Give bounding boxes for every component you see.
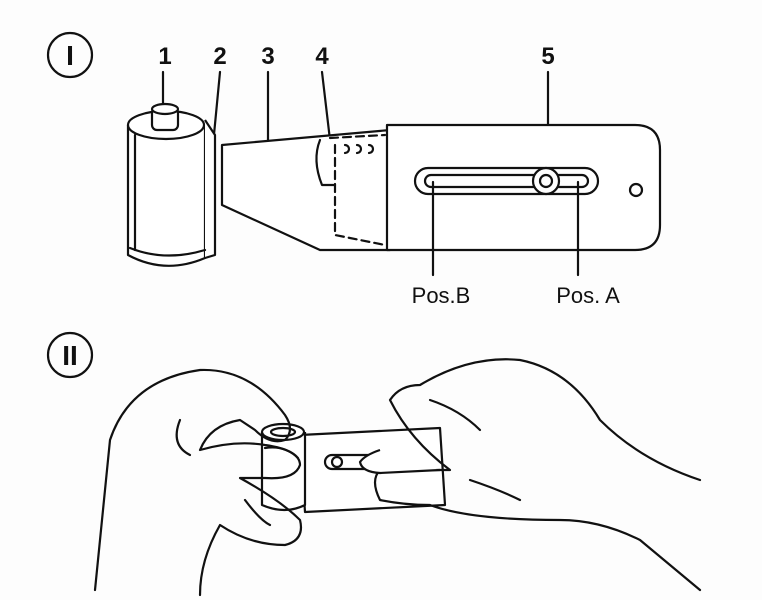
- film-canister: [126, 102, 217, 267]
- callout-3: 3: [261, 43, 274, 70]
- hang-hole: [628, 182, 644, 198]
- callout-5: 5: [541, 43, 554, 70]
- step-2-badge: II: [46, 331, 94, 379]
- callout-2: 2: [213, 43, 226, 70]
- step-2-numeral: II: [62, 340, 78, 371]
- slider-button-5: [531, 166, 561, 196]
- callout-4: 4: [315, 43, 329, 70]
- film-retriever-body: [385, 123, 662, 277]
- film-tongue-dashed: [328, 133, 387, 247]
- hands-illustration: [93, 358, 702, 597]
- step-1-numeral: I: [66, 40, 74, 71]
- step-1-badge: I: [46, 31, 94, 79]
- position-b-label: Pos.B: [412, 283, 471, 308]
- position-a-label: Pos. A: [556, 283, 620, 308]
- film-leader: [220, 128, 392, 252]
- callout-1: 1: [158, 43, 171, 70]
